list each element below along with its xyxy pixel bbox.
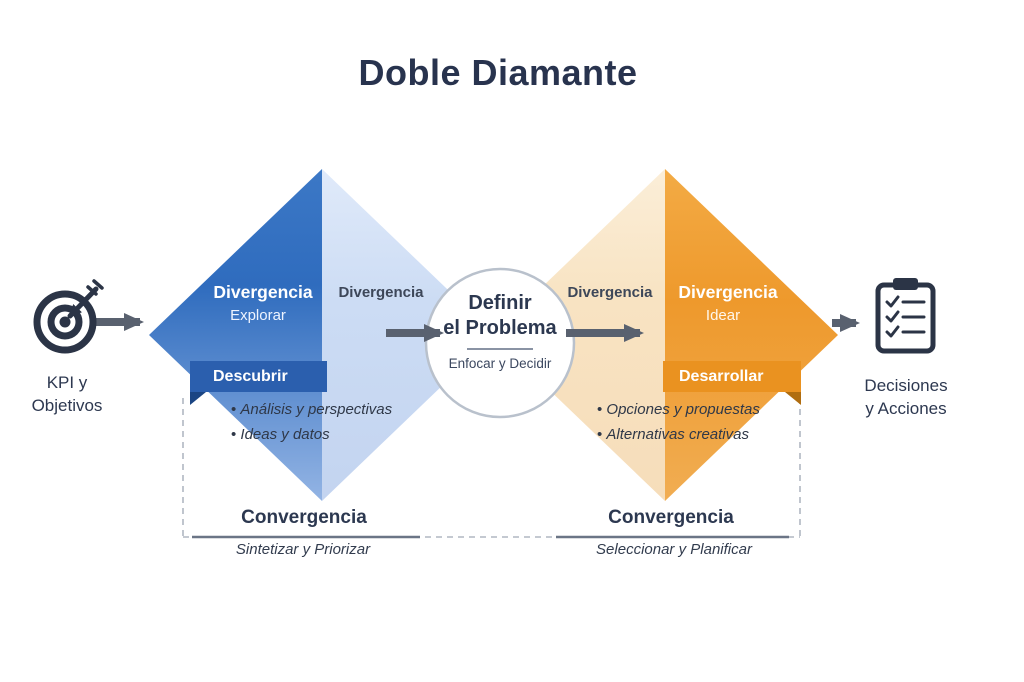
define-line1: Definir [468,292,532,314]
diamond2-bullet-list: Opciones y propuestas Alternativas creat… [597,397,760,447]
develop-ribbon-label: Desarrollar [679,368,764,385]
target-icon [33,279,104,354]
diamond1-bullet-2: Ideas y datos [231,422,392,447]
diamond2-idear-label: Idear [705,307,741,324]
diamond1-explore-label: Explorar [230,307,286,324]
flow-arrows [96,313,860,342]
diamond2-divergence-right-label: Divergencia [678,282,778,302]
diamond1-left-half [149,169,322,501]
kpi-label-line2: Objetivos [31,396,103,415]
diamond2-bullet-1: Opciones y propuestas [597,397,759,422]
diamond1-divergence-right-label: Divergencia [338,284,424,301]
diamond1-bullet-1: Análisis y perspectivas [231,397,392,422]
convergence-left-title: Convergencia [241,507,367,528]
diamond2-divergence-left-label: Divergencia [567,284,653,301]
diamond2-bullet-2: Alternativas creativas [597,422,760,447]
define-subtitle: Enfocar y Decidir [448,356,552,371]
kpi-label-line1: KPI y [46,373,88,392]
discover-ribbon [190,361,327,405]
decisions-label-line2: y Acciones [865,399,947,418]
develop-ribbon [663,361,801,405]
define-problem-circle [424,267,576,419]
discover-ribbon-label: Descubrir [213,368,288,385]
diagram-title: Doble Diamante [358,52,638,93]
kpi-objectives-label: KPI y Objetivos [32,371,103,417]
decisions-label-line1: Decisiones [864,376,948,395]
define-line2: el Problema [443,317,557,339]
convergence-left-subtitle: Sintetizar y Priorizar [235,541,371,558]
define-problem-block: Definir el Problema Enfocar y Decidir [410,291,590,371]
convergence-right-subtitle: Seleccionar y Planificar [596,541,752,558]
circle-divider [467,348,533,350]
clipboard-icon [875,278,936,354]
convergence-right-title: Convergencia [608,507,734,528]
diamond1-divergence-left-label: Divergencia [213,282,313,302]
decisions-actions-label: Decisiones y Acciones [864,374,947,420]
diamond2-right-half [665,169,838,501]
diamond1-bullet-list: Análisis y perspectivas Ideas y datos [231,397,392,447]
